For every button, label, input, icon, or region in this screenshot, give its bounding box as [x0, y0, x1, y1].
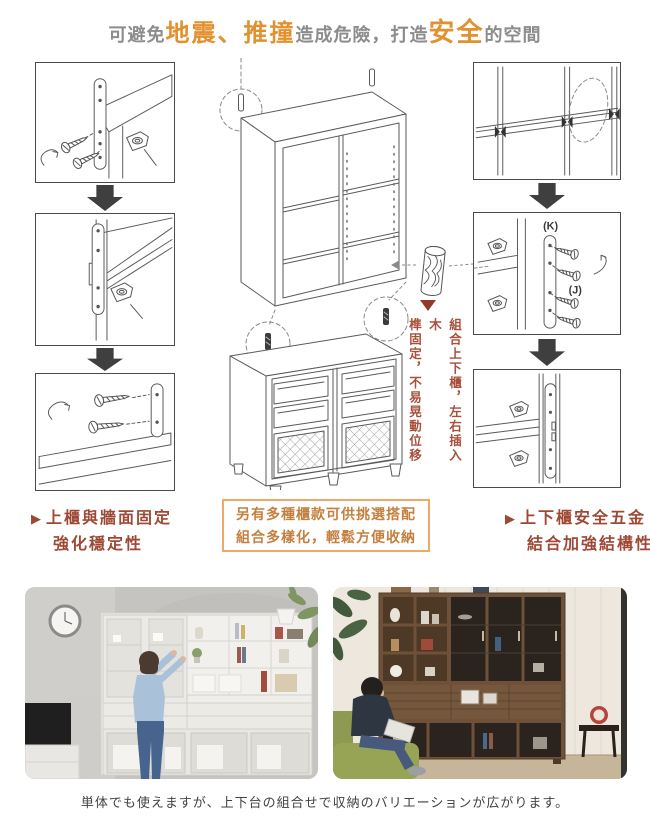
wood-dowel-icon [420, 246, 446, 296]
wall-clock-icon [48, 604, 82, 638]
play-triangle-icon: ▶ [505, 511, 515, 526]
page-title: 可避免地震、推撞造成危險，打造安全的空間 [0, 12, 650, 49]
woman-figure [133, 650, 186, 779]
hardware-label-j: (J) [569, 285, 583, 297]
dashed-line [449, 263, 473, 267]
cabinet-backs-drawing [475, 66, 620, 176]
caption-text: 強化穩定性 [53, 536, 144, 553]
strap-screws-drawing: (K) (J) [474, 218, 607, 330]
cabinet-exploded-drawing [219, 58, 409, 490]
plant [333, 589, 371, 661]
caption-text: 結合加強結構性 [527, 536, 650, 553]
down-arrow-icon [529, 183, 565, 209]
caption-text: 組合多樣化，輕鬆方便收納 [236, 528, 416, 545]
photo-white-cabinet-scene [25, 587, 318, 779]
step-joined-cabinet-backs [473, 62, 621, 180]
down-triangle-icon [420, 300, 436, 311]
assembly-note-vertical: 組合上下櫃，左右插入木 榫固定，不易晃動位移 [404, 318, 464, 463]
caption-line: ▶ 上櫃與牆面固定 [31, 506, 172, 532]
strap-side-drawing [88, 217, 173, 341]
step-strap-joining-upper-lower [473, 369, 621, 488]
step-strap-with-four-screws: (K) (J) [473, 212, 621, 335]
step-strap-on-cabinet-side [35, 213, 175, 346]
side-table-clock [579, 706, 619, 758]
man-figure [333, 677, 426, 779]
caption-center-box: 另有多種櫃款可供挑選搭配 組合多樣化，輕鬆方便收納 [222, 499, 430, 552]
strap-joined-drawing [475, 373, 561, 484]
plant [276, 587, 318, 648]
white-cabinet-illustration [25, 587, 318, 779]
caption-line: ▶ 上下櫃安全五金 [505, 506, 650, 532]
screws-wall-drawing [38, 383, 172, 485]
play-triangle-icon: ▶ [31, 511, 41, 526]
step-wall-strap-with-screws [35, 62, 175, 183]
caption-wall-fixing: ▶ 上櫃與牆面固定 強化穩定性 [31, 506, 172, 558]
footer-caption: 単体でも使えますが、上下台の組合せで収納のバリエーションが広がります。 [80, 795, 570, 810]
note-line-2: 榫固定，不易晃動位移 [407, 318, 421, 463]
caption-text: 上櫃與牆面固定 [46, 510, 173, 527]
photo-walnut-cabinet-scene [333, 587, 627, 779]
down-arrow-icon [529, 339, 565, 366]
caption-hardware: ▶ 上下櫃安全五金 結合加強結構性 [505, 506, 650, 558]
caption-line: 強化穩定性 [31, 532, 172, 558]
caption-text: 上下櫃安全五金 [520, 510, 647, 527]
tv-stand [25, 703, 80, 779]
hardware-label-k: (K) [543, 221, 558, 233]
white-cabinet [100, 612, 313, 776]
dashed-left-arrow-icon [391, 260, 416, 270]
title-segment-accent: 安全 [428, 17, 485, 47]
walnut-cabinet-illustration [333, 587, 627, 779]
down-arrow-icon [87, 348, 123, 371]
title-segment: 可避免 [108, 25, 166, 45]
step-screws-into-wall-strap [35, 373, 175, 491]
caption-line: 結合加強結構性 [505, 532, 650, 558]
title-segment: 造成危險，打造 [295, 25, 429, 45]
down-arrow-icon [87, 185, 123, 211]
caption-text: 另有多種櫃款可供挑選搭配 [236, 505, 416, 522]
note-line-1: 組合上下櫃，左右插入木 [427, 318, 461, 463]
wall-strap-drawing [40, 74, 173, 179]
title-segment-accent: 地震、推撞 [165, 20, 296, 47]
title-segment: 的空間 [484, 25, 542, 45]
